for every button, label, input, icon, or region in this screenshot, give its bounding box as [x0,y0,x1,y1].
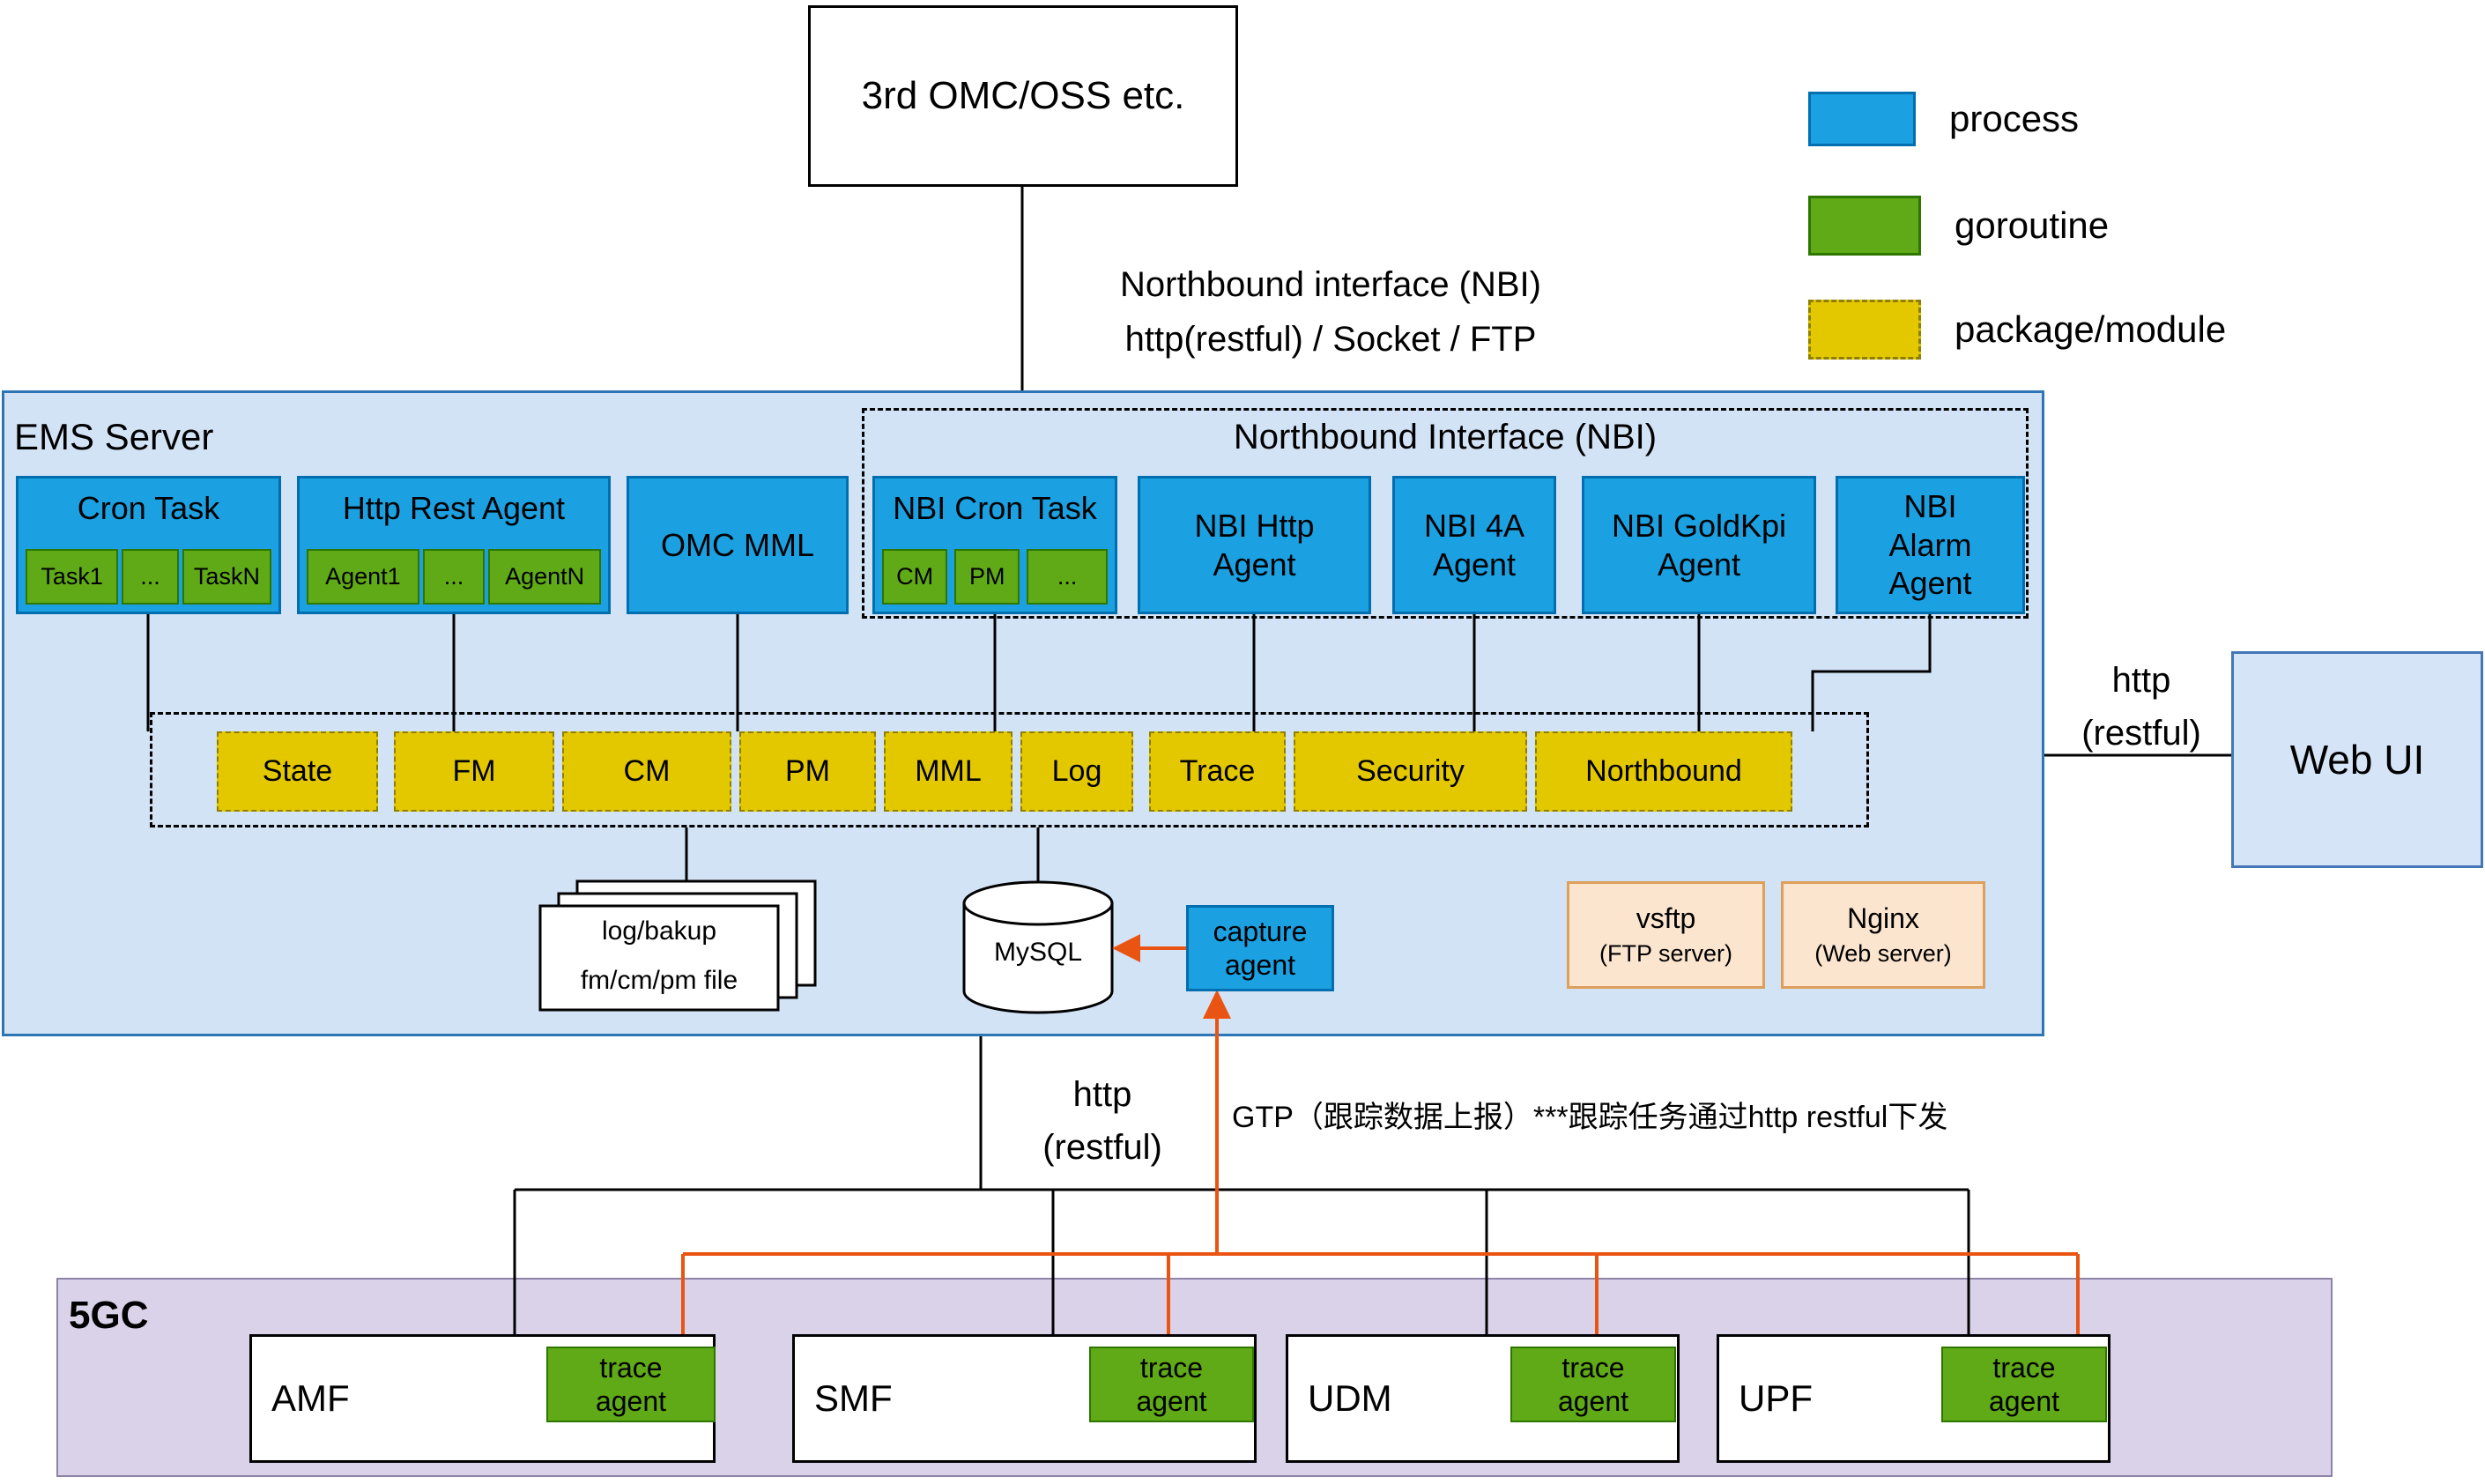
nbi-cron-task-label: NBI Cron Task [893,490,1097,526]
trace-agent-box-upf: trace agent [1941,1347,2107,1422]
file-stack-line1: log/bakup [601,916,717,946]
nbi-http-agent-label: NBI Http Agent [1194,507,1315,582]
cron-task-box: Cron Task Task1 ... TaskN [16,476,281,614]
module-northbound: Northbound [1535,731,1792,812]
module-log: Log [1020,731,1133,812]
web-ui-box: Web UI [2231,651,2483,868]
nbi-link-label: Northbound interface (NBI) http(restful)… [1040,257,1621,367]
vsftp-desc: (FTP server) [1599,940,1732,967]
trace-agent-label: trace agent [595,1351,667,1417]
goroutine-swatch [1808,196,1921,256]
nf-label-udm: UDM [1308,1377,1392,1419]
nbi-link-line1: Northbound interface (NBI) [1119,265,1541,304]
nbi-4a-agent-label: NBI 4A Agent [1423,507,1525,582]
capture-agent-box: capture agent [1186,905,1334,991]
ems-title: EMS Server [14,416,214,457]
legend-label-process: process [1949,98,2080,139]
omc-mml-box: OMC MML [627,476,849,614]
legend-item-package: package/module [1808,300,2226,360]
legend-item-goroutine: goroutine [1808,196,2109,256]
nbi-container [862,408,2029,619]
legend-label-package: package/module [1955,308,2227,350]
module-fm: FM [394,731,554,812]
nbi-http-agent-box: NBI Http Agent [1138,476,1371,614]
trace-agent-box-udm: trace agent [1510,1347,1676,1422]
module-cm: CM [562,731,731,812]
nginx-box: Nginx (Web server) [1781,881,1985,989]
trace-agent-box-smf: trace agent [1089,1347,1254,1422]
mysql-label: MySQL [993,938,1083,967]
http-rest-agent-label: Http Rest Agent [342,490,566,526]
vsftp-box: vsftp (FTP server) [1567,881,1765,989]
http-rest-agent-items: Agent1 ... AgentN [307,549,602,605]
nbi-goldkpi-agent-label: NBI GoldKpi Agent [1611,507,1787,582]
module-pm: PM [739,731,876,812]
nbi-alarm-agent-label: NBI Alarm Agent [1888,487,1972,602]
package-swatch [1808,300,1921,360]
nf-label-smf: SMF [814,1377,893,1419]
agent-item: AgentN [488,549,602,605]
nginx-name: Nginx [1847,902,1919,934]
web-ui-label: Web UI [2289,737,2425,783]
agent-item: Agent1 [307,549,419,605]
trace-agent-label: trace agent [1557,1351,1629,1417]
south-http-line1: http [1072,1075,1132,1114]
module-trace: Trace [1149,731,1286,812]
gtp-label: GTP（跟踪数据上报）***跟踪任务通过http restful下发 [1232,1101,1948,1134]
trace-agent-box-amf: trace agent [546,1347,716,1422]
vsftp-name: vsftp [1636,902,1696,934]
web-http-line2: (restful) [2081,714,2201,753]
legend-item-process: process [1808,92,2079,146]
agent-item-ellipsis: ... [422,549,486,605]
nbi-alarm-agent-box: NBI Alarm Agent [1836,476,2025,614]
task-item: TaskN [182,549,271,605]
file-stack-line2: fm/cm/pm file [580,966,738,995]
web-http-line1: http [2111,661,2171,700]
nbi-cron-item-pm: PM [954,549,1020,605]
cron-task-items: Task1 ... TaskN [26,549,271,605]
cron-task-label: Cron Task [77,490,220,526]
module-state: State [217,731,378,812]
module-mml: MML [884,731,1013,812]
nbi-cron-item-ellipsis: ... [1027,549,1108,605]
nbi-cron-task-box: NBI Cron Task CM PM ... [872,476,1117,614]
omc-oss-box: 3rd OMC/OSS etc. [808,5,1238,187]
web-http-label: http (restful) [2053,654,2229,760]
file-stack-label: log/bakup fm/cm/pm file [540,916,778,996]
http-rest-agent-box: Http Rest Agent Agent1 ... AgentN [297,476,611,614]
omc-oss-label: 3rd OMC/OSS etc. [861,74,1185,117]
trace-agent-label: trace agent [1136,1351,1207,1417]
nbi-title: Northbound Interface (NBI) [1233,418,1658,456]
nbi-cron-task-items: CM PM ... [882,549,1108,605]
nf-label-upf: UPF [1739,1377,1813,1419]
capture-agent-label: capture agent [1213,915,1308,981]
process-swatch [1808,92,1916,146]
trace-agent-label: trace agent [1988,1351,2060,1417]
fivegc-title: 5GC [69,1294,149,1337]
task-item: Task1 [26,549,119,605]
south-http-label: http (restful) [1010,1068,1195,1174]
modules-container [150,712,1869,827]
legend-label-goroutine: goroutine [1955,204,2110,246]
task-item-ellipsis: ... [122,549,179,605]
nbi-link-line2: http(restful) / Socket / FTP [1124,320,1537,359]
module-security: Security [1294,731,1527,812]
nbi-cron-item-cm: CM [882,549,948,605]
omc-mml-label: OMC MML [661,526,814,563]
nf-label-amf: AMF [271,1377,350,1419]
nbi-4a-agent-box: NBI 4A Agent [1392,476,1556,614]
nbi-goldkpi-agent-box: NBI GoldKpi Agent [1582,476,1816,614]
nginx-desc: (Web server) [1814,940,1952,967]
south-http-line2: (restful) [1042,1128,1162,1167]
